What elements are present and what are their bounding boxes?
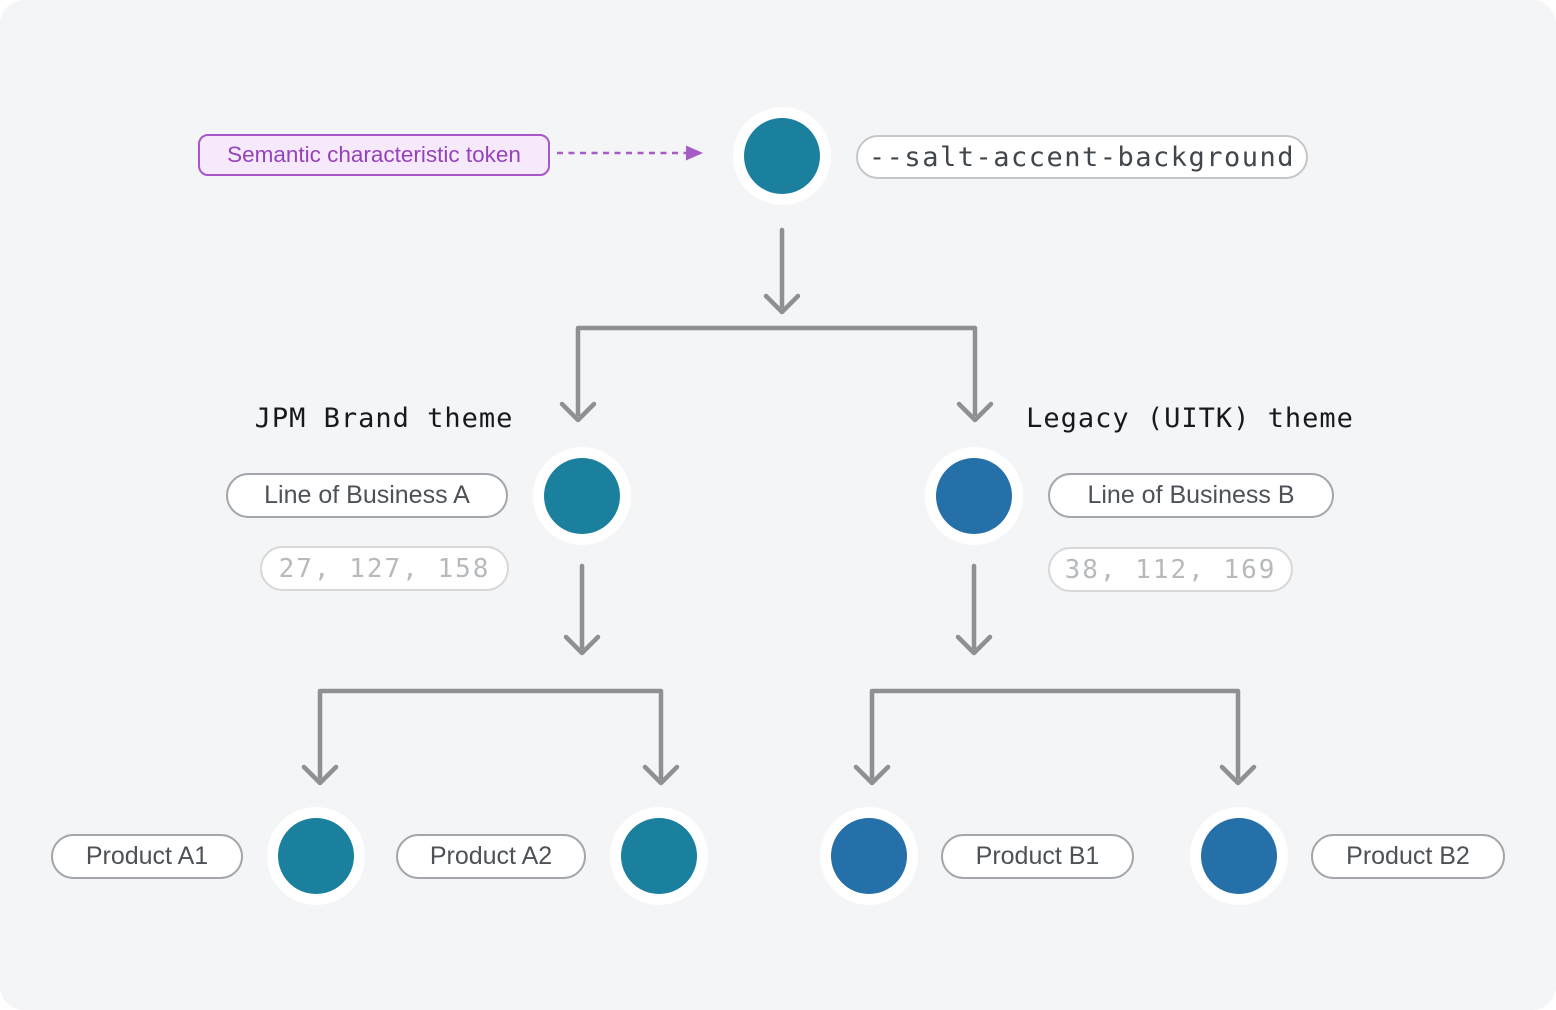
theme-b-node <box>925 447 1023 545</box>
product-b1-label: Product B1 <box>975 842 1100 870</box>
theme-b-title: Legacy (UITK) theme <box>1026 403 1354 434</box>
product-a1-label: Product A1 <box>85 842 209 870</box>
annotation-badge: Semantic characteristic token <box>198 134 550 176</box>
theme-b-rgb-value: 38, 112, 169 <box>1064 554 1277 585</box>
annotation-label: Semantic characteristic token <box>227 142 521 167</box>
product-a1-node <box>267 807 365 905</box>
product-b1-pill: Product B1 <box>941 834 1134 879</box>
theme-a-rgb-value: 27, 127, 158 <box>278 553 491 584</box>
root-token-node <box>733 107 831 205</box>
theme-a-business-pill: Line of Business A <box>226 473 508 518</box>
theme-b-dot <box>936 458 1012 534</box>
root-token-name: --salt-accent-background <box>868 141 1296 173</box>
root-token-pill: --salt-accent-background <box>856 135 1308 179</box>
theme-b-rgb-pill: 38, 112, 169 <box>1048 547 1293 592</box>
theme-a-node <box>533 447 631 545</box>
annotation-arrow <box>557 145 703 161</box>
product-a1-dot <box>278 818 354 894</box>
product-b2-label: Product B2 <box>1346 842 1470 870</box>
product-b1-node <box>820 807 918 905</box>
theme-a-business-label: Line of Business A <box>264 481 470 509</box>
product-b2-pill: Product B2 <box>1311 834 1505 879</box>
product-b1-dot <box>831 818 907 894</box>
theme-a-rgb-pill: 27, 127, 158 <box>260 546 509 591</box>
product-a1-pill: Product A1 <box>51 834 243 879</box>
theme-a-title: JPM Brand theme <box>254 403 514 434</box>
product-b2-node <box>1190 807 1288 905</box>
product-a2-pill: Product A2 <box>396 834 586 879</box>
tree-connectors <box>301 227 1257 786</box>
product-a2-node <box>610 807 708 905</box>
product-b2-dot <box>1201 818 1277 894</box>
product-a2-label: Product A2 <box>429 842 553 870</box>
theme-b-business-pill: Line of Business B <box>1048 473 1334 518</box>
theme-a-dot <box>544 458 620 534</box>
product-a2-dot <box>621 818 697 894</box>
theme-b-business-label: Line of Business B <box>1087 481 1295 509</box>
root-token-dot <box>744 118 820 194</box>
